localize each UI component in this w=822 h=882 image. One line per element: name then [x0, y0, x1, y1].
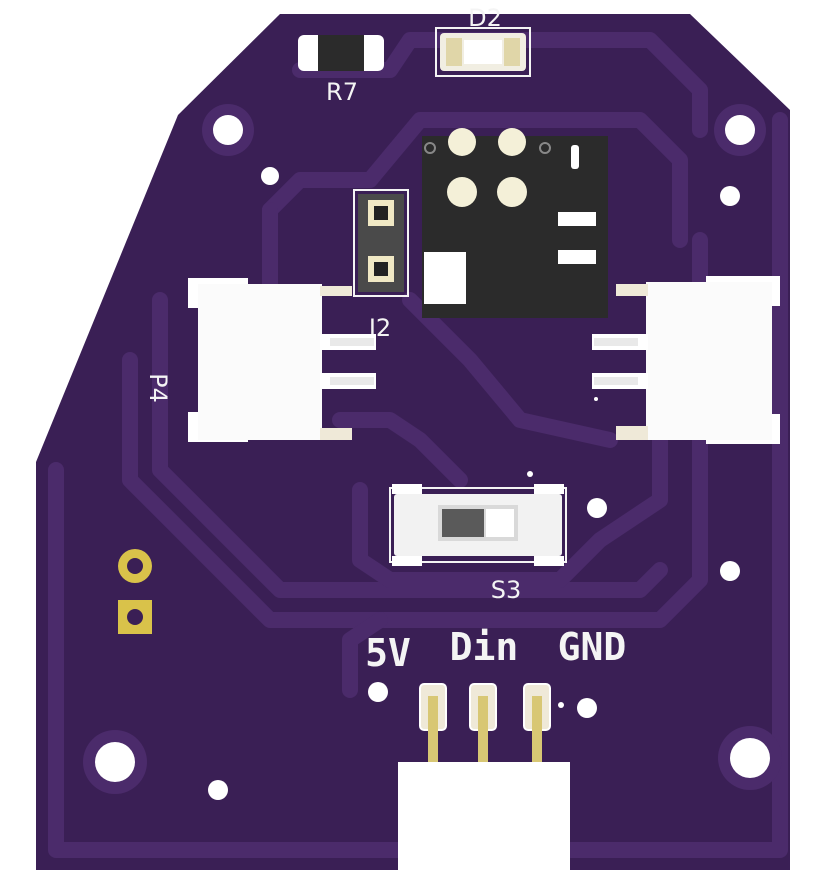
- pin-label-din: Din: [450, 625, 519, 669]
- p4-label: P4: [144, 373, 172, 403]
- module-block: [422, 128, 608, 318]
- switch-s3: [389, 484, 567, 566]
- led-d2: [435, 27, 531, 77]
- connector-p4: [188, 278, 376, 442]
- vias: [208, 167, 740, 800]
- s3-label: S3: [491, 576, 522, 604]
- header-j2: [353, 189, 409, 297]
- pin-label-gnd: GND: [558, 625, 627, 669]
- pin-label-5v: 5V: [365, 631, 411, 675]
- connector-right: [592, 276, 780, 444]
- gold-pads: [118, 549, 152, 634]
- r7-label: R7: [326, 78, 358, 106]
- mounting-holes: [83, 104, 782, 794]
- resistor-r7: [298, 35, 384, 71]
- d2-label: D2: [468, 4, 502, 32]
- header-bottom: [398, 683, 570, 882]
